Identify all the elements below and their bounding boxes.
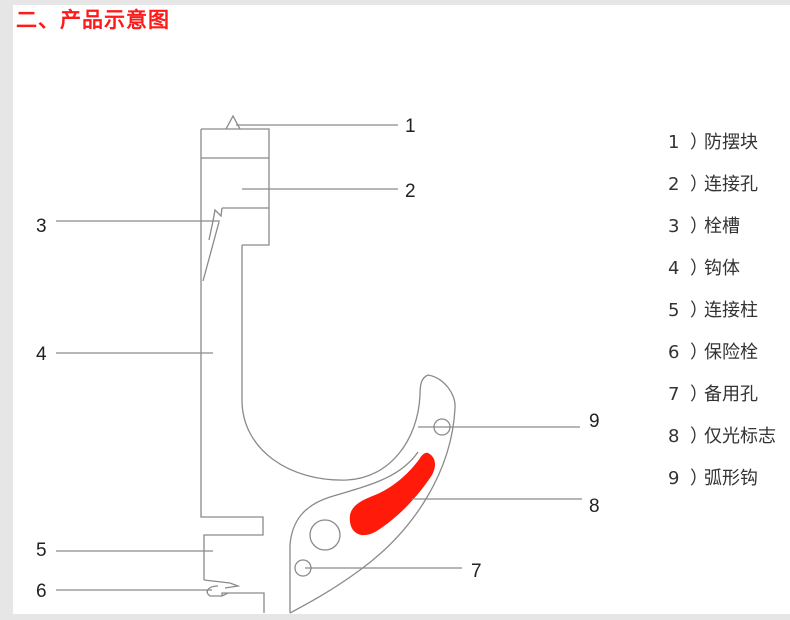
legend-label: 栓槽	[704, 216, 740, 237]
callout-8: 8	[589, 496, 600, 517]
legend-label: 保险栓	[704, 342, 758, 363]
legend-item: 3 ）栓槽	[668, 212, 776, 254]
legend-label: 钩体	[704, 258, 740, 279]
legend-label: 仅光标志	[704, 426, 776, 447]
legend-paren: ）	[690, 426, 708, 447]
connecting-post	[221, 592, 265, 613]
legend-label: 连接柱	[704, 300, 758, 321]
safety-bolt	[203, 579, 241, 597]
callout-6: 6	[36, 581, 47, 602]
legend-num: 3	[668, 216, 680, 237]
legend-paren: ）	[690, 384, 708, 405]
legend-paren: ）	[690, 258, 708, 279]
parts-legend: 1）防摆块 2）连接孔 3）栓槽 4）钩体 5）连接柱 6）保险栓 7）备用孔 …	[668, 128, 776, 506]
connecting-hole	[309, 519, 341, 551]
legend-label: 备用孔	[704, 384, 758, 405]
callout-4: 4	[36, 344, 47, 365]
arc-hook-outer	[289, 374, 456, 614]
anti-swing-block	[225, 114, 241, 130]
legend-item: 1 ）防摆块	[668, 128, 776, 170]
legend-num: 5	[668, 300, 680, 321]
callout-3: 3	[36, 216, 47, 237]
legend-item: 2 ）连接孔	[668, 170, 776, 212]
bolt-slot	[202, 207, 223, 282]
legend-paren: ）	[690, 132, 708, 153]
legend-label: 防摆块	[704, 132, 758, 153]
legend-item: 4 ）钩体	[668, 254, 776, 296]
lower-plate	[289, 496, 331, 613]
bottom-border	[0, 614, 790, 620]
legend-num: 2	[668, 174, 680, 195]
left-border	[0, 0, 13, 620]
top-block	[201, 128, 270, 246]
legend-label: 连接孔	[704, 174, 758, 195]
callout-1: 1	[405, 116, 416, 137]
legend-item: 7 ）备用孔	[668, 380, 776, 422]
legend-num: 7	[668, 384, 680, 405]
legend-num: 6	[668, 342, 680, 363]
legend-label: 弧形钩	[704, 468, 758, 489]
legend-item: 6 ）保险栓	[668, 338, 776, 380]
reflective-marker	[349, 452, 435, 536]
callout-9: 9	[589, 411, 600, 432]
legend-num: 1	[668, 132, 680, 153]
legend-item: 9 ）弧形钩	[668, 464, 776, 506]
legend-item: 8 ）仅光标志	[668, 422, 776, 464]
callout-2: 2	[405, 181, 416, 202]
callout-7: 7	[471, 561, 482, 582]
legend-paren: ）	[690, 468, 708, 489]
legend-paren: ）	[690, 300, 708, 321]
callout-5: 5	[36, 540, 47, 561]
legend-num: 8	[668, 426, 680, 447]
top-border	[0, 0, 790, 5]
section-title: 二、产品示意图	[16, 8, 170, 32]
legend-paren: ）	[690, 342, 708, 363]
arc-hook-inner	[329, 451, 419, 498]
hook-body	[200, 129, 429, 580]
legend-num: 4	[668, 258, 680, 279]
legend-paren: ）	[690, 216, 708, 237]
legend-num: 9	[668, 468, 680, 489]
legend-paren: ）	[690, 174, 708, 195]
legend-item: 5 ）连接柱	[668, 296, 776, 338]
